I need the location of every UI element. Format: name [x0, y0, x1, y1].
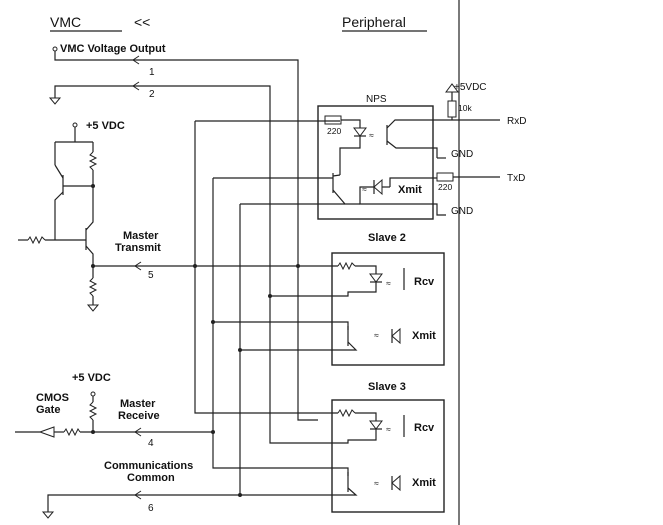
vmc-voltage-output-label: VMC Voltage Output — [60, 43, 166, 55]
master-transmit-label-2: Transmit — [115, 242, 161, 254]
plus5-top-terminal — [72, 122, 78, 128]
svg-text:≈: ≈ — [386, 424, 391, 434]
svg-text:≈: ≈ — [362, 184, 367, 194]
pin6-label: 6 — [148, 503, 154, 514]
pin5-label: 5 — [148, 270, 154, 281]
resistor-icon — [88, 151, 98, 171]
nps-res-10k-label: 10k — [458, 103, 472, 113]
slave3-box — [331, 399, 445, 513]
led-icon — [391, 327, 401, 345]
nps-res-10k — [447, 100, 457, 118]
nps-box — [317, 105, 434, 220]
cmos-gate-label-1: CMOS — [36, 392, 69, 404]
svg-text:≈: ≈ — [386, 278, 391, 288]
nps-gnd2: GND — [451, 206, 473, 217]
nps-title: NPS — [366, 94, 387, 105]
led-icon — [353, 127, 367, 137]
slave2-title: Slave 2 — [368, 232, 406, 244]
header-vmc: VMC — [50, 14, 81, 30]
nps-rxd: RxD — [507, 116, 526, 127]
pin5-arrows — [134, 261, 142, 271]
nps-res-220-b — [436, 172, 454, 182]
resistor-icon — [337, 261, 356, 271]
slave2-xmit: Xmit — [412, 330, 436, 342]
svg-text:≈: ≈ — [374, 330, 379, 340]
pin2-label: 2 — [149, 89, 155, 100]
slave2-box — [331, 252, 445, 366]
slave2-rcv: Rcv — [414, 276, 435, 288]
resistor-icon — [337, 408, 356, 418]
slave3-xmit: Xmit — [412, 477, 436, 489]
led-icon — [369, 273, 383, 283]
ground-icon — [48, 97, 62, 105]
ground-icon — [86, 304, 100, 312]
led-icon — [369, 420, 383, 430]
cmos-gate-label-2: Gate — [36, 404, 60, 416]
base-resistor-icon — [27, 235, 46, 245]
master-transmit-label-1: Master — [123, 230, 159, 242]
header-arrows: << — [134, 14, 150, 30]
wire-pin6 — [47, 494, 240, 512]
nps-res-220-b-label: 220 — [438, 182, 452, 192]
pulldown-resistor-icon — [88, 277, 98, 297]
svg-text:≈: ≈ — [374, 478, 379, 488]
led-icon — [373, 178, 383, 196]
pin4-arrows — [134, 427, 142, 437]
plus5-bottom-label: +5 VDC — [72, 372, 111, 384]
wire-pin2 — [54, 85, 330, 444]
plus5-bottom-terminal — [90, 391, 96, 397]
master-receive-label-1: Master — [120, 398, 156, 410]
pin2-arrows — [132, 81, 140, 91]
vmc-output-terminal — [52, 46, 58, 52]
input-resistor-icon — [63, 427, 81, 437]
header-peripheral: Peripheral — [342, 14, 406, 30]
plus5-top-label: +5 VDC — [86, 120, 125, 132]
slave3-rcv: Rcv — [414, 422, 435, 434]
pin1-arrows — [132, 55, 140, 65]
wire-pin5-branch — [194, 121, 318, 414]
nps-res-220-a — [324, 115, 342, 125]
nps-xmit: Xmit — [398, 184, 422, 196]
cmos-gate-icon — [38, 426, 55, 438]
nps-opto-waves: ≈ — [369, 130, 374, 140]
nps-res-220-a-label: 220 — [327, 126, 341, 136]
nps-plus5: +5VDC — [454, 82, 487, 93]
pin4-label: 4 — [148, 438, 154, 449]
pin6-arrows — [134, 490, 142, 500]
master-receive-label-2: Receive — [118, 410, 160, 422]
comm-common-label-1: Communications — [104, 460, 193, 472]
ground-icon — [41, 511, 55, 519]
nps-gnd1: GND — [451, 149, 473, 160]
comm-common-label-2: Common — [127, 472, 175, 484]
led-icon — [391, 474, 401, 492]
nps-txd: TxD — [507, 173, 525, 184]
wire-pin1 — [54, 51, 318, 421]
slave3-title: Slave 3 — [368, 381, 406, 393]
pin1-label: 1 — [149, 67, 155, 78]
pullup-resistor-icon — [88, 401, 98, 421]
